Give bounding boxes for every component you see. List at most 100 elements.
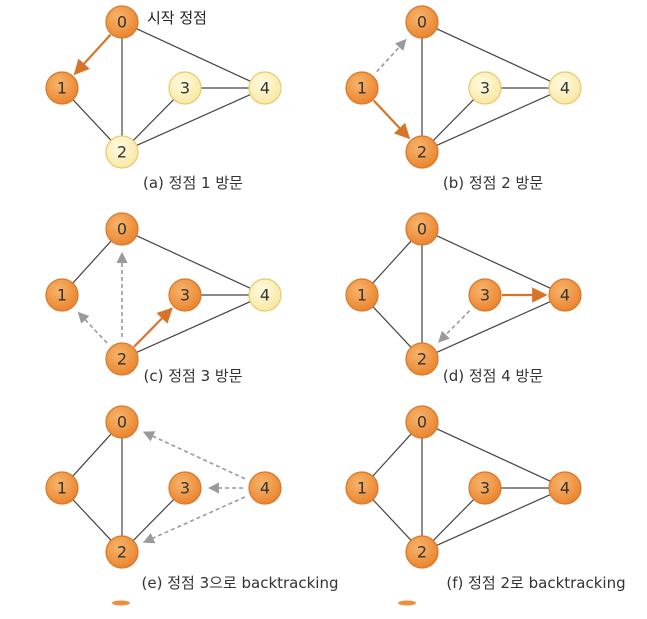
vertex-label: 0: [117, 220, 127, 239]
vertex-label: 2: [117, 143, 127, 162]
vertex-label: 4: [560, 479, 570, 498]
active-arrow-1-2: [372, 99, 411, 140]
edge-0-4: [436, 428, 551, 482]
visited-vertex-circle: [105, 212, 139, 246]
vertex-0: 0: [405, 405, 439, 439]
panel-caption: (e) 정점 3으로 backtracking: [142, 574, 339, 592]
vertex-label: 4: [260, 479, 270, 498]
edge-0-4: [136, 28, 251, 82]
vertex-label: 1: [57, 79, 67, 98]
vertex-0: 0: [405, 5, 439, 39]
visited-vertex-circle: [105, 5, 139, 39]
vertex-label: 0: [117, 13, 127, 32]
edge-2-4: [436, 300, 551, 354]
vertex-label: 2: [417, 350, 427, 369]
vertex-3: 3: [468, 471, 502, 505]
cropped-node-fragment: [398, 600, 416, 606]
vertex-label: 3: [180, 286, 190, 305]
vertex-4: 4: [548, 471, 582, 505]
edge-2-3: [132, 498, 175, 542]
vertex-label: 3: [180, 479, 190, 498]
visited-vertex-circle: [548, 278, 582, 312]
panel-f: 0 1 2 3 4 (f) 정점 2로 backtracking: [345, 405, 626, 592]
vertex-label: 4: [560, 286, 570, 305]
visited-vertex-circle: [405, 405, 439, 439]
vertex-label: 2: [417, 143, 427, 162]
vertex-0: 0: [105, 405, 139, 439]
edge-0-1: [372, 240, 412, 284]
vertex-2: 2: [105, 342, 139, 376]
visited-vertex-circle: [405, 535, 439, 569]
unvisited-vertex-circle: [105, 135, 139, 169]
visited-vertex-circle: [345, 71, 379, 105]
edge-2-3: [132, 98, 175, 142]
panel-caption: (a) 정점 1 방문: [143, 174, 243, 192]
edge-2-4: [436, 493, 551, 547]
vertex-label: 3: [180, 79, 190, 98]
vertex-2: 2: [105, 135, 139, 169]
edge-1-2: [72, 499, 112, 541]
vertex-label: 1: [357, 79, 367, 98]
dashed-arrow-4-0: [142, 431, 246, 480]
vertex-3: 3: [168, 278, 202, 312]
edge-0-1: [72, 240, 112, 284]
edge-1-2: [372, 499, 412, 541]
vertex-1: 1: [345, 471, 379, 505]
edge-1-2: [72, 99, 112, 141]
panel-d: 0 1 2 3 4 (d) 정점 4 방문: [345, 212, 582, 385]
visited-vertex-circle: [45, 471, 79, 505]
vertex-2: 2: [105, 535, 139, 569]
panel-caption: (d) 정점 4 방문: [443, 367, 543, 385]
vertex-label: 0: [417, 13, 427, 32]
vertex-1: 1: [345, 71, 379, 105]
vertex-label: 3: [480, 479, 490, 498]
vertex-label: 4: [260, 286, 270, 305]
vertex-label: 4: [260, 79, 270, 98]
panel-caption: (b) 정점 2 방문: [443, 174, 543, 192]
vertex-label: 0: [417, 413, 427, 432]
edge-2-4: [436, 93, 551, 147]
vertex-label: 2: [117, 543, 127, 562]
vertex-label: 0: [417, 220, 427, 239]
edge-0-4: [436, 28, 551, 82]
dashed-arrow-2-1: [77, 311, 108, 344]
visited-vertex-circle: [45, 71, 79, 105]
vertex-2: 2: [405, 342, 439, 376]
vertex-4: 4: [248, 278, 282, 312]
dashed-arrow-3-2: [438, 310, 471, 343]
unvisited-vertex-circle: [548, 71, 582, 105]
vertex-3: 3: [168, 71, 202, 105]
vertex-label: 1: [57, 286, 67, 305]
vertex-2: 2: [405, 135, 439, 169]
vertex-label: 3: [480, 79, 490, 98]
vertex-label: 2: [417, 543, 427, 562]
cropped-node-fragment: [112, 600, 130, 606]
edge-2-3: [432, 98, 475, 142]
panel-caption: (f) 정점 2로 backtracking: [446, 574, 625, 592]
visited-vertex-circle: [345, 278, 379, 312]
unvisited-vertex-circle: [248, 71, 282, 105]
edge-2-4: [136, 93, 251, 147]
edge-0-4: [136, 235, 251, 289]
vertex-4: 4: [248, 471, 282, 505]
edge-2-3: [432, 498, 475, 542]
edge-1-2: [372, 306, 412, 348]
start-vertex-label: 시작 정점: [147, 9, 207, 27]
panel-c: 0 1 2 3 4 (c) 정점 3 방문: [45, 212, 282, 385]
vertex-1: 1: [45, 71, 79, 105]
vertex-3: 3: [468, 278, 502, 312]
vertex-label: 1: [357, 286, 367, 305]
panel-caption: (c) 정점 3 방문: [144, 367, 243, 385]
vertex-3: 3: [168, 471, 202, 505]
active-arrow-2-3: [133, 307, 173, 348]
unvisited-vertex-circle: [248, 278, 282, 312]
vertex-1: 1: [345, 278, 379, 312]
edge-2-4: [136, 300, 251, 354]
vertex-4: 4: [548, 71, 582, 105]
visited-vertex-circle: [105, 342, 139, 376]
vertex-4: 4: [548, 278, 582, 312]
panels-layer: 0 1 2 3 4 (a) 정점 1 방문 0 1 2 3 4 (b) 정점 2 방문 0 1 2 3 4 (c)…: [45, 5, 626, 592]
edge-0-4: [436, 235, 551, 289]
visited-vertex-circle: [468, 278, 502, 312]
